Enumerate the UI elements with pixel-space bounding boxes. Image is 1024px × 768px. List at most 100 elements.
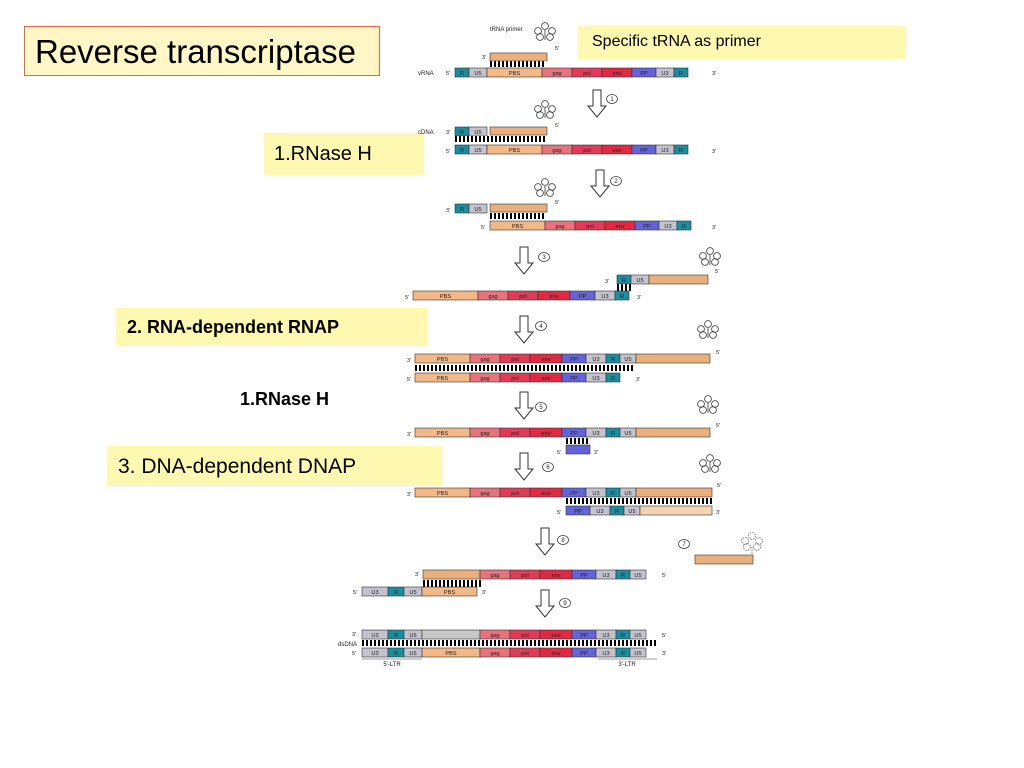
ds-ladder-rung bbox=[466, 640, 468, 646]
step-9-number: 9 bbox=[563, 601, 567, 607]
dsdna-label: dsDNA bbox=[338, 642, 357, 648]
ladder-5-rung bbox=[519, 365, 521, 371]
ladder-5-rung bbox=[459, 365, 461, 371]
cdna-ladder-rung bbox=[479, 136, 481, 142]
ds-ladder-rung bbox=[642, 640, 644, 646]
cdna-ladder-rung bbox=[507, 136, 509, 142]
ds-ladder-rung bbox=[502, 640, 504, 646]
ds-bottom-seg-label: PBS bbox=[445, 651, 456, 657]
step-9-circle bbox=[559, 598, 571, 608]
ladder-5-rung bbox=[555, 365, 557, 371]
ladder-4-rung bbox=[621, 284, 623, 291]
pp-primer-6 bbox=[565, 444, 591, 455]
vrna-strand-2-seg-r bbox=[673, 144, 689, 155]
plus-strand-8-seg-label: U5 bbox=[409, 590, 416, 596]
vrna-strand-3-seg-label: PP bbox=[643, 224, 651, 230]
ds-ladder-rung bbox=[538, 640, 540, 646]
step-6-circle bbox=[542, 462, 554, 472]
plus-extension-7 bbox=[639, 505, 713, 516]
ds-top-right-seg-label: gag bbox=[490, 633, 499, 639]
plus-strand-7-seg-label: U5 bbox=[628, 509, 635, 515]
minus-strand-8-seg-label: env bbox=[551, 573, 560, 579]
cdna-strand-3-seg-label: U5 bbox=[474, 207, 481, 213]
ladder-8-rung bbox=[435, 580, 437, 587]
ladder-5-rung bbox=[491, 365, 493, 371]
ladder-7-rung bbox=[570, 498, 572, 504]
ds-top-left-seg-label: R bbox=[394, 633, 398, 639]
prime-label: 5' bbox=[716, 423, 720, 429]
ladder-3-rung bbox=[498, 213, 500, 219]
ds-ladder-rung bbox=[542, 640, 544, 646]
prime-label: 5' bbox=[717, 483, 721, 489]
prime-label: 5' bbox=[662, 573, 666, 579]
trna-bar-5 bbox=[635, 353, 711, 364]
trna-top-loop bbox=[536, 33, 544, 41]
vrna-strand-3-seg-label: U3 bbox=[664, 224, 671, 230]
plus-strand-5-seg-r bbox=[605, 372, 621, 383]
cdna-ladder-rung bbox=[539, 136, 541, 142]
ltr-3-label: 3'-LTR bbox=[618, 662, 636, 668]
ds-ladder-rung bbox=[414, 640, 416, 646]
prime-label: 5' bbox=[407, 377, 411, 383]
prime-label: 3' bbox=[446, 130, 450, 136]
vrna-strand-seg-label: U5 bbox=[474, 71, 481, 77]
plus-strand-5-seg-label: U3 bbox=[592, 376, 599, 382]
ds-ladder-rung bbox=[614, 640, 616, 646]
ladder-5-rung bbox=[543, 365, 545, 371]
ladder-7-rung bbox=[662, 498, 664, 504]
ladder-5-rung bbox=[483, 365, 485, 371]
ladder-5-rung bbox=[607, 365, 609, 371]
ladder-5-rung bbox=[563, 365, 565, 371]
minus-strand-8-seg-label: gag bbox=[490, 573, 499, 579]
callout-rnase-h-1: 1.RNase H bbox=[264, 133, 424, 175]
ds-ladder-rung bbox=[554, 640, 556, 646]
ladder-7-rung bbox=[574, 498, 576, 504]
ladder-3-rung bbox=[494, 213, 496, 219]
ladder-5-rung bbox=[487, 365, 489, 371]
ladder-8-rung bbox=[463, 580, 465, 587]
cdna-ladder-rung bbox=[535, 136, 537, 142]
ladder-5-rung bbox=[515, 365, 517, 371]
ladder-3-rung bbox=[542, 213, 544, 219]
ladder-3-rung bbox=[502, 213, 504, 219]
vrna-strand-seg-label: env bbox=[612, 71, 621, 77]
ladder-5-rung bbox=[523, 365, 525, 371]
prime-label: 5' bbox=[555, 123, 559, 129]
ds-ladder-rung bbox=[438, 640, 440, 646]
vrna-strand-3-seg-label: pol bbox=[586, 224, 593, 230]
minus-strand-5-seg-label: R bbox=[611, 357, 615, 363]
plus-strand-7-seg-label: U3 bbox=[596, 509, 603, 515]
ds-ladder-rung bbox=[406, 640, 408, 646]
trna-6-loop bbox=[704, 395, 712, 403]
ladder-5-rung bbox=[567, 365, 569, 371]
cdna-ladder-rung bbox=[543, 136, 545, 142]
minus-strand-5-seg-label: pol bbox=[511, 357, 518, 363]
step-7-number: 7 bbox=[682, 542, 686, 548]
ds-ladder-rung bbox=[586, 640, 588, 646]
trna-5-loop bbox=[699, 331, 707, 339]
ladder-5-rung bbox=[443, 365, 445, 371]
vrna-strand-2-seg-label: U5 bbox=[474, 148, 481, 154]
released-trna-loop bbox=[753, 543, 761, 551]
ladder-5-rung bbox=[535, 365, 537, 371]
prime-label: 5' bbox=[715, 269, 719, 275]
cdna-ladder-rung bbox=[483, 136, 485, 142]
ds-ladder-rung bbox=[486, 640, 488, 646]
ds-ladder-rung bbox=[454, 640, 456, 646]
ds-ladder-rung bbox=[426, 640, 428, 646]
ds-ladder-rung bbox=[362, 640, 364, 646]
cdna-ladder-rung bbox=[495, 136, 497, 142]
arrow-step-5 bbox=[513, 391, 535, 420]
minus-strand-5-seg-label: PBS bbox=[437, 357, 448, 363]
ladder-3-rung bbox=[526, 213, 528, 219]
ds-ladder-rung bbox=[418, 640, 420, 646]
vrna-strand-seg-label: PBS bbox=[509, 71, 520, 77]
ds-ladder-rung bbox=[386, 640, 388, 646]
ladder-7-rung bbox=[590, 498, 592, 504]
prime-label: 5' bbox=[353, 590, 357, 596]
ds-ladder-rung bbox=[638, 640, 640, 646]
prime-label: 3' bbox=[482, 55, 486, 61]
vrna-strand-2-seg-label: pol bbox=[583, 148, 590, 154]
ds-ladder-rung bbox=[566, 640, 568, 646]
ladder-7-rung bbox=[658, 498, 660, 504]
